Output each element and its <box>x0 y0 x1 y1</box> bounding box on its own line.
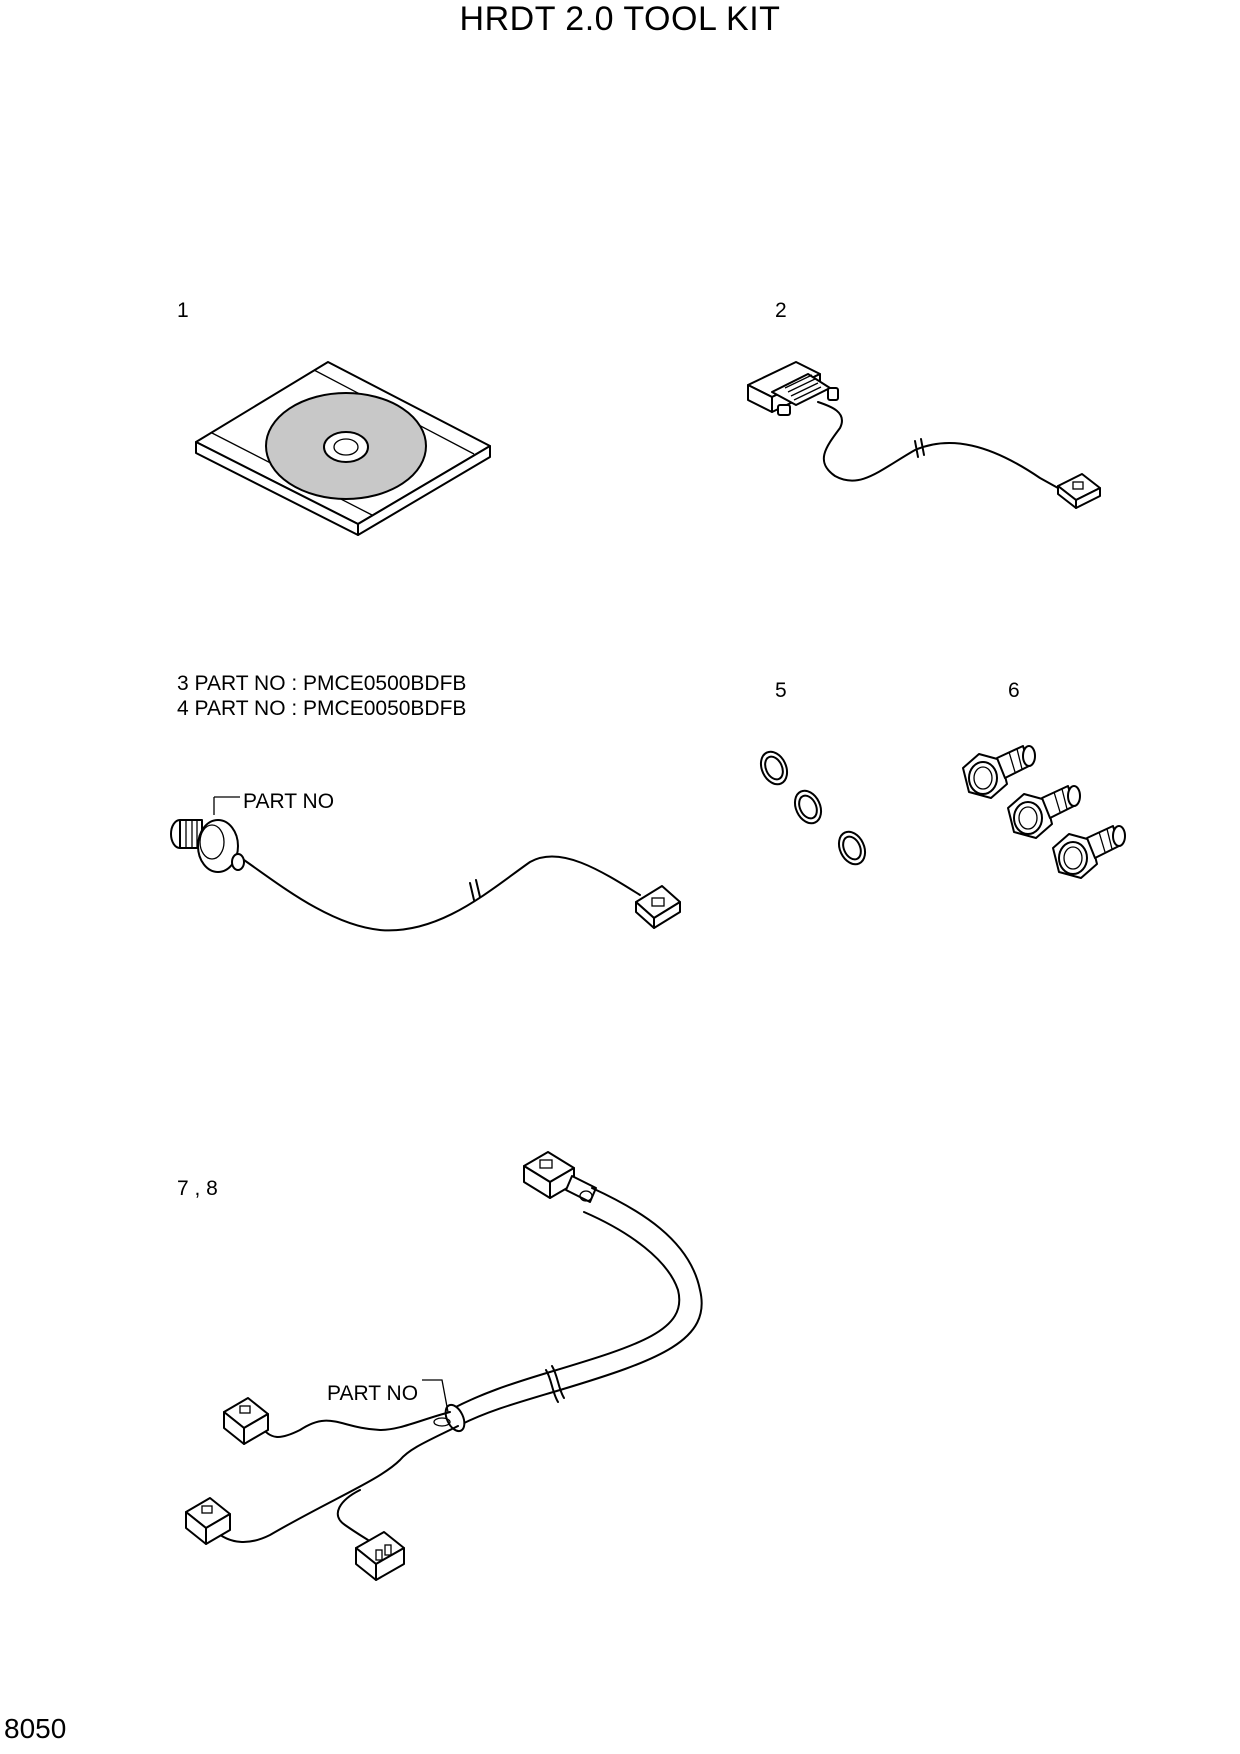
page-title: HRDT 2.0 TOOL KIT <box>459 0 781 38</box>
item-label-4: 4 PART NO : PMCE0050BDFB <box>177 697 467 720</box>
item-label-1: 1 <box>177 299 189 322</box>
sensor-cable-icon <box>170 796 681 932</box>
cd-case-icon <box>195 361 491 536</box>
item-label-5: 5 <box>775 679 787 702</box>
page-number: 8050 <box>4 1713 67 1744</box>
serial-cable-icon <box>747 361 1101 509</box>
harness-part-no-callout: PART NO <box>327 1382 419 1405</box>
sensor-part-no-callout: PART NO <box>243 790 335 813</box>
o-ring-icon <box>759 750 867 866</box>
item-label-7-8: 7 , 8 <box>177 1177 218 1200</box>
item-label-6: 6 <box>1008 679 1020 702</box>
fitting-icon <box>962 745 1126 879</box>
item-label-3: 3 PART NO : PMCE0500BDFB <box>177 672 467 695</box>
wire-harness-icon <box>185 1151 703 1581</box>
item-label-2: 2 <box>775 299 787 322</box>
